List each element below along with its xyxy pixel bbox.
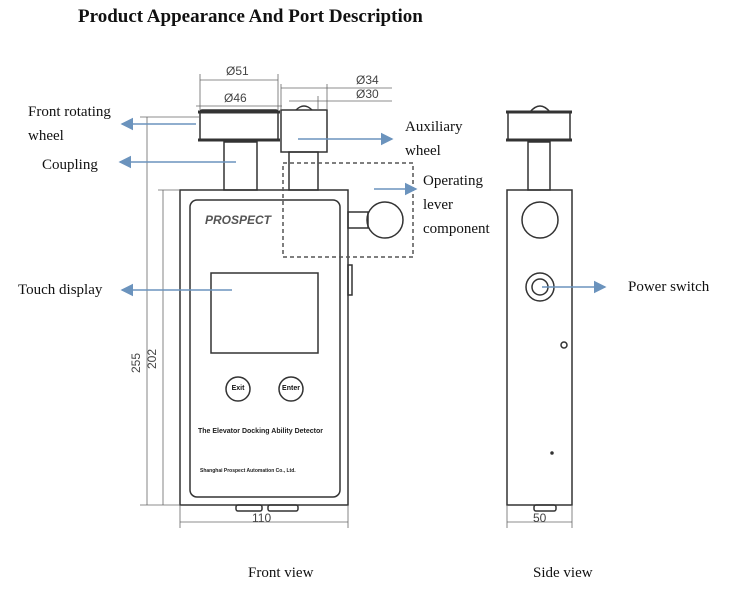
side-foot [533,504,557,512]
front-panel [189,199,341,498]
dim-h202: 202 [145,348,160,370]
label-power-switch: Power switch [628,279,710,295]
side-shaft [527,141,551,191]
side-port [347,264,353,296]
label-front-wheel-1: Front rotating [28,104,111,120]
dim-d46: Ø46 [224,91,247,105]
auxiliary-wheel [280,109,328,153]
device-maker: Shanghai Prospect Automation Co., Ltd. [200,468,296,474]
enter-button [278,376,304,402]
label-front-wheel-2: wheel [28,128,64,144]
side-wheel [507,111,571,141]
label-coupling: Coupling [42,157,98,173]
dim-d51: Ø51 [226,64,249,78]
label-lever-2: lever [423,197,453,213]
front-body [179,189,349,506]
label-lever-3: component [423,221,490,237]
label-touch-display: Touch display [18,282,103,298]
dim-w50: 50 [533,511,547,525]
exit-label: Exit [231,385,245,392]
dim-d34: Ø34 [356,73,379,87]
label-lever-1: Operating [423,173,483,189]
enter-label: Enter [282,385,300,392]
side-wheel-cap [529,105,551,113]
brand-logo: PROSPECT [205,213,272,227]
dim-w110: 110 [252,511,272,525]
side-dot [550,451,554,455]
caption-side-view: Side view [533,565,593,581]
label-aux-wheel-2: wheel [405,143,441,159]
device-name: The Elevator Docking Ability Detector [198,428,323,435]
touch-display [210,272,319,354]
diagram-title: Product Appearance And Port Description [78,6,423,27]
coupling [223,141,258,191]
dimension-lines [140,74,573,528]
operating-lever-box [282,162,414,258]
dim-h255: 255 [129,352,144,374]
caption-front-view: Front view [248,565,314,581]
front-rotating-wheel [199,109,279,141]
side-screw [560,341,568,349]
aux-shaft [288,151,319,191]
lever-connector [347,211,369,229]
lever-ball [366,201,404,239]
front-foot-left [235,504,263,512]
side-lever-ball [521,201,559,239]
exit-button [225,376,251,402]
front-foot-right [267,504,299,512]
aux-wheel-cap [295,105,313,111]
label-aux-wheel-1: Auxiliary [405,119,463,135]
dim-d30: Ø30 [356,87,379,101]
